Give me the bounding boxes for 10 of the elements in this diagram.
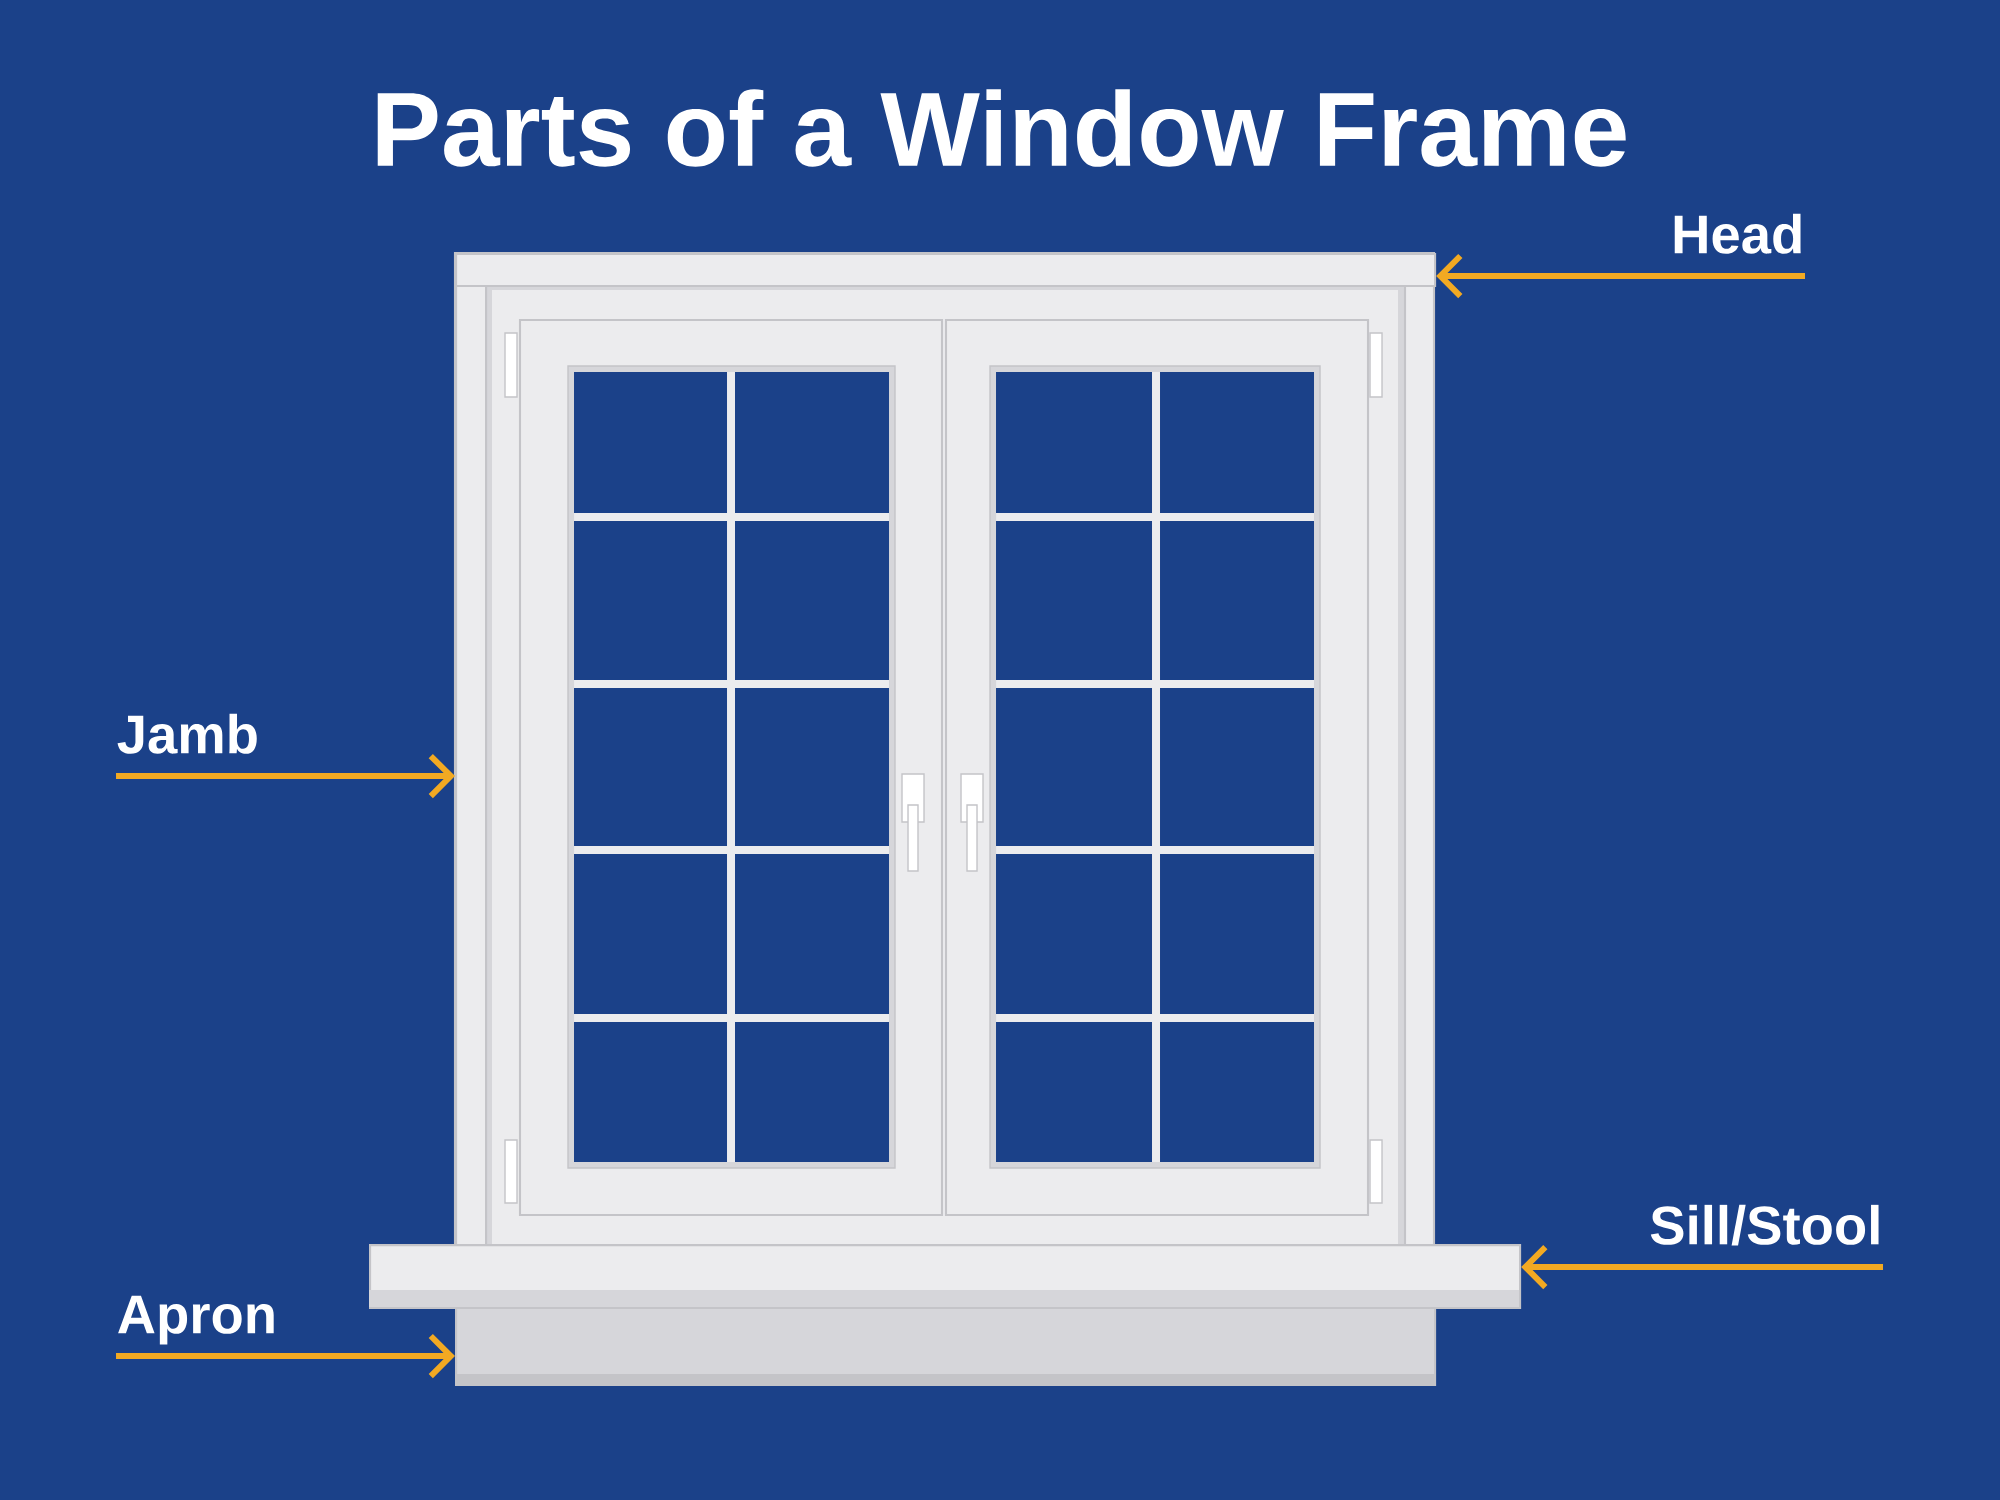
frame-part xyxy=(455,285,488,1247)
part-label: Apron xyxy=(118,1295,274,1345)
arrow xyxy=(116,1333,455,1379)
arrow xyxy=(116,753,455,799)
part-label: Head xyxy=(1674,213,1801,254)
title: Parts of a Window Frame xyxy=(377,89,1626,167)
frame-part xyxy=(455,253,1437,288)
part-label: Sill/Stool xyxy=(1650,1204,1879,1246)
arrow xyxy=(1521,1244,1883,1290)
part-label: Jamb xyxy=(117,713,257,754)
